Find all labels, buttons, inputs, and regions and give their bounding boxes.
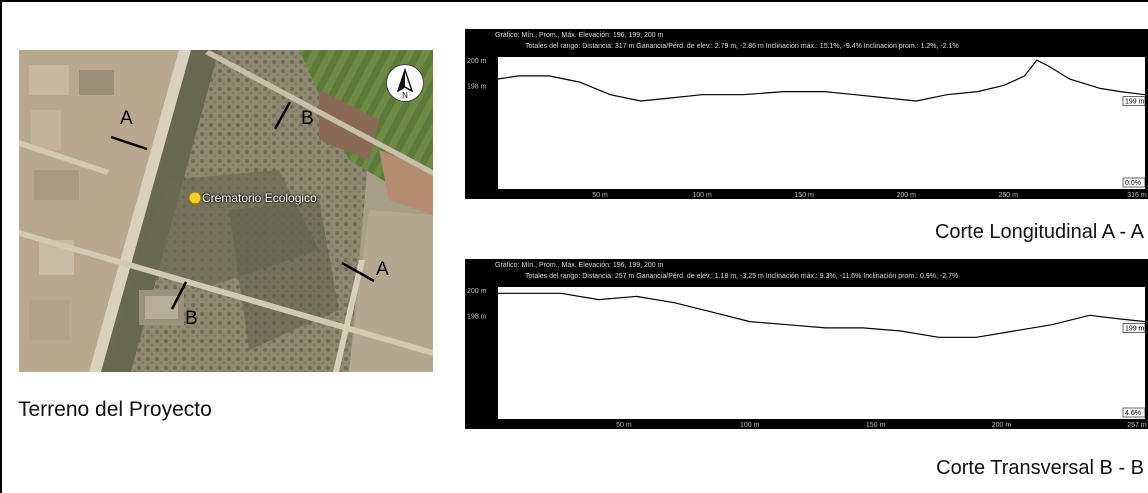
x-tick-label: 150 m <box>866 422 886 429</box>
section-lines <box>110 101 375 310</box>
x-tick-label: 100 m <box>740 422 760 429</box>
elevation-line <box>497 59 1146 102</box>
elevation-profile-longitudinal[interactable]: Gráfico: Mín., Prom., Máx. Elevación: 19… <box>465 29 1148 199</box>
elevation-line <box>498 292 1146 338</box>
section-line-a2 <box>341 261 375 283</box>
section-mark-a2: A <box>376 259 389 280</box>
x-tick-label: 100 m <box>692 192 712 199</box>
elevation-chart: Gráfico: Mín., Prom., Máx. Elevación: 19… <box>467 262 1147 429</box>
section-mark-b1: B <box>301 108 314 129</box>
section-line-a1 <box>110 135 148 151</box>
y-tick-label: 200 m <box>467 58 487 65</box>
elevation-flag-box <box>1122 96 1146 107</box>
x-tick-label: 257 m <box>1127 422 1147 429</box>
x-tick-label: 50 m <box>616 422 632 429</box>
elevation-flag: 199 m <box>1125 326 1145 333</box>
slope-flag-box <box>1122 177 1146 188</box>
compass-icon: N <box>386 64 424 102</box>
x-tick-label: 50 m <box>592 192 608 199</box>
place-marker[interactable]: Crematorio Ecologico <box>187 191 317 211</box>
plot-area <box>498 287 1145 419</box>
y-tick-label: 198 m <box>467 83 487 90</box>
map-caption: Terreno del Proyecto <box>18 398 212 421</box>
elevation-flag-box <box>1122 323 1146 333</box>
profile-caption-longitudinal: Corte Longitudinal A - A <box>934 221 1144 243</box>
stats-line-summary: Gráfico: Mín., Prom., Máx. Elevación: 19… <box>495 32 664 39</box>
slope-flag-box <box>1122 407 1146 418</box>
section-line-b2 <box>170 281 188 310</box>
y-tick-label: 198 m <box>467 313 487 320</box>
plot-area <box>498 57 1145 189</box>
satellite-map[interactable]: N A B A B Crematorio Ecologico <box>19 50 433 372</box>
x-tick-label: 200 m <box>896 192 916 199</box>
stats-line-summary: Gráfico: Mín., Prom., Máx. Elevación: 19… <box>495 262 664 269</box>
stats-line-totals: Totales del rango: Distancia: 317 m Gana… <box>525 43 959 50</box>
y-tick-label: 200 m <box>467 288 487 295</box>
elevation-chart: Gráfico: Mín., Prom., Máx. Elevación: 19… <box>467 32 1147 199</box>
slope-flag: 0.0% <box>1125 180 1141 187</box>
section-line-b1 <box>273 101 292 130</box>
section-mark-a1: A <box>120 108 133 129</box>
compass-label: N <box>402 91 408 100</box>
pushpin-icon <box>188 191 202 211</box>
x-tick-label: 150 m <box>794 192 814 199</box>
elevation-profile-transversal[interactable]: Gráfico: Mín., Prom., Máx. Elevación: 19… <box>465 259 1148 429</box>
x-tick-label: 250 m <box>999 192 1019 199</box>
x-tick-label: 200 m <box>992 422 1012 429</box>
slope-flag: 4.6% <box>1125 410 1141 417</box>
elevation-flag: 199 m <box>1125 99 1145 106</box>
stats-line-totals: Totales del rango: Distancia: 257 m Gana… <box>525 273 958 280</box>
x-tick-label: 316 m <box>1127 192 1147 199</box>
marker-label: Crematorio Ecologico <box>202 191 317 205</box>
profile-caption-transversal: Corte Transversal B - B <box>936 457 1144 479</box>
section-mark-b2: B <box>185 308 198 329</box>
